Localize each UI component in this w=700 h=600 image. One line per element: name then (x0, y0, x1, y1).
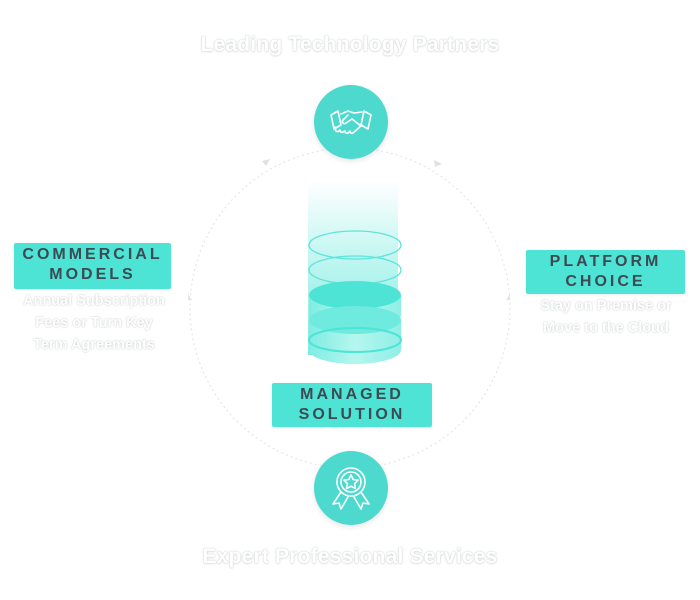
platform-title-line1: PLATFORM (549, 253, 662, 270)
commercial-desc-line3: Term Agreements (33, 337, 155, 353)
arrow-icon (434, 160, 442, 167)
services-node (314, 451, 388, 525)
disc-top (309, 281, 401, 309)
commercial-models-label: COMMERCIAL MODELS (14, 243, 171, 289)
handshake-icon (330, 110, 372, 135)
award-ribbon-icon (332, 467, 370, 510)
managed-title-line2: SOLUTION (298, 406, 406, 423)
commercial-models-description: Annual Subscription Fees or Turn Key Ter… (6, 290, 182, 356)
platform-choice-label: PLATFORM CHOICE (526, 250, 685, 294)
commercial-title-line2: MODELS (49, 266, 136, 283)
platform-title-line2: CHOICE (565, 273, 646, 290)
arrow-icon (506, 294, 510, 300)
stacked-database-icon (308, 180, 402, 364)
commercial-desc-line2: Fees or Turn Key (35, 315, 153, 331)
platform-desc-line2: Move to the Cloud (543, 320, 669, 336)
top-heading: Leading Technology Partners (200, 33, 500, 56)
ring-layer (308, 230, 402, 260)
platform-desc-line1: Stay on Premise or (540, 298, 672, 314)
commercial-desc-line1: Annual Subscription (23, 293, 165, 309)
managed-title-line1: MANAGED (300, 386, 404, 403)
arrow-icon (262, 159, 270, 166)
bottom-heading: Expert Professional Services (202, 545, 498, 568)
ring-layer (308, 327, 402, 353)
arrow-icon (188, 294, 192, 300)
disc-top (309, 306, 401, 334)
partners-node (314, 85, 388, 159)
managed-solution-label: MANAGED SOLUTION (272, 383, 432, 427)
commercial-title-line1: COMMERCIAL (22, 246, 163, 263)
platform-choice-description: Stay on Premise or Move to the Cloud (522, 295, 690, 339)
